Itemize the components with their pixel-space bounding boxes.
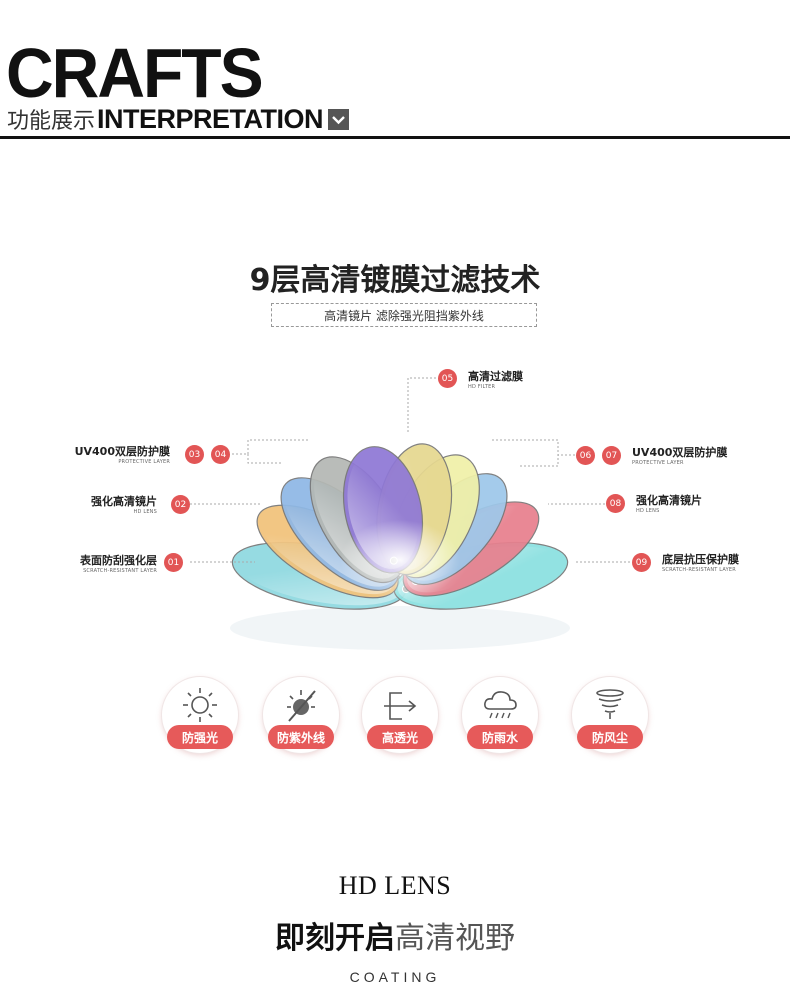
hd-lens-heading: HD LENS <box>338 871 452 900</box>
feature-label: 防风尘 <box>577 725 643 749</box>
tagline: 即刻开启高清视野 <box>0 913 790 957</box>
feature-anti-uv: 防紫外线 <box>263 677 339 753</box>
feature-anti-glare: 防强光 <box>162 677 238 753</box>
lens-layer <box>231 541 407 610</box>
uv-block-icon <box>287 690 316 722</box>
tagline-light: 高清视野 <box>395 921 515 956</box>
layer-badge-04: 04 <box>211 445 230 464</box>
lens-layer <box>402 501 540 597</box>
layer-badge-09: 09 <box>632 553 651 572</box>
tagline-bold: 即刻开启 <box>275 921 395 956</box>
crafts-title: CRAFTS <box>6 33 264 112</box>
layer-badge-01: 01 <box>164 553 183 572</box>
subheading-cn: 功能展示 <box>7 109 96 134</box>
chevron-down-icon <box>328 108 350 130</box>
wind-dust-icon <box>596 689 624 719</box>
light-transmit-icon <box>384 692 417 720</box>
lens-layer <box>393 541 569 610</box>
sun-icon <box>183 688 217 722</box>
header-divider <box>0 136 790 139</box>
feature-rainproof: 防雨水 <box>462 677 538 753</box>
layer-badge-02: 02 <box>171 495 190 514</box>
feature-label: 防强光 <box>167 725 233 749</box>
layer-badge-03: 03 <box>185 445 204 464</box>
feature-label: 高透光 <box>367 725 433 749</box>
feature-high-transmit: 高透光 <box>362 677 438 753</box>
rain-cloud-icon <box>484 691 517 719</box>
lens-layer <box>256 504 399 599</box>
lens-fan <box>231 443 569 610</box>
feature-windproof: 防风尘 <box>572 677 648 753</box>
coating-label: COATING <box>349 969 441 985</box>
layer-badge-07: 07 <box>602 446 621 465</box>
lens-layer <box>309 456 406 584</box>
lens-layer <box>391 454 480 579</box>
layer-badge-08: 08 <box>606 494 625 513</box>
feature-label: 防紫外线 <box>268 725 334 749</box>
lens-reflection <box>230 606 570 650</box>
lens-layer <box>376 443 453 576</box>
main-subtitle: 高清镜片 滤除强光阻挡紫外线 <box>271 303 537 327</box>
feature-label: 防雨水 <box>467 725 533 749</box>
layer-badge-05: 05 <box>438 369 457 388</box>
layer-badge-06: 06 <box>576 446 595 465</box>
lens-layer <box>342 446 424 574</box>
lens-layer <box>280 477 400 591</box>
subheading-en: INTERPRETATION <box>97 103 324 134</box>
main-title: 9层高清镀膜过滤技术 <box>249 263 541 298</box>
lens-layer <box>402 473 508 586</box>
section-subheading: 功能展示 INTERPRETATION <box>7 103 350 134</box>
